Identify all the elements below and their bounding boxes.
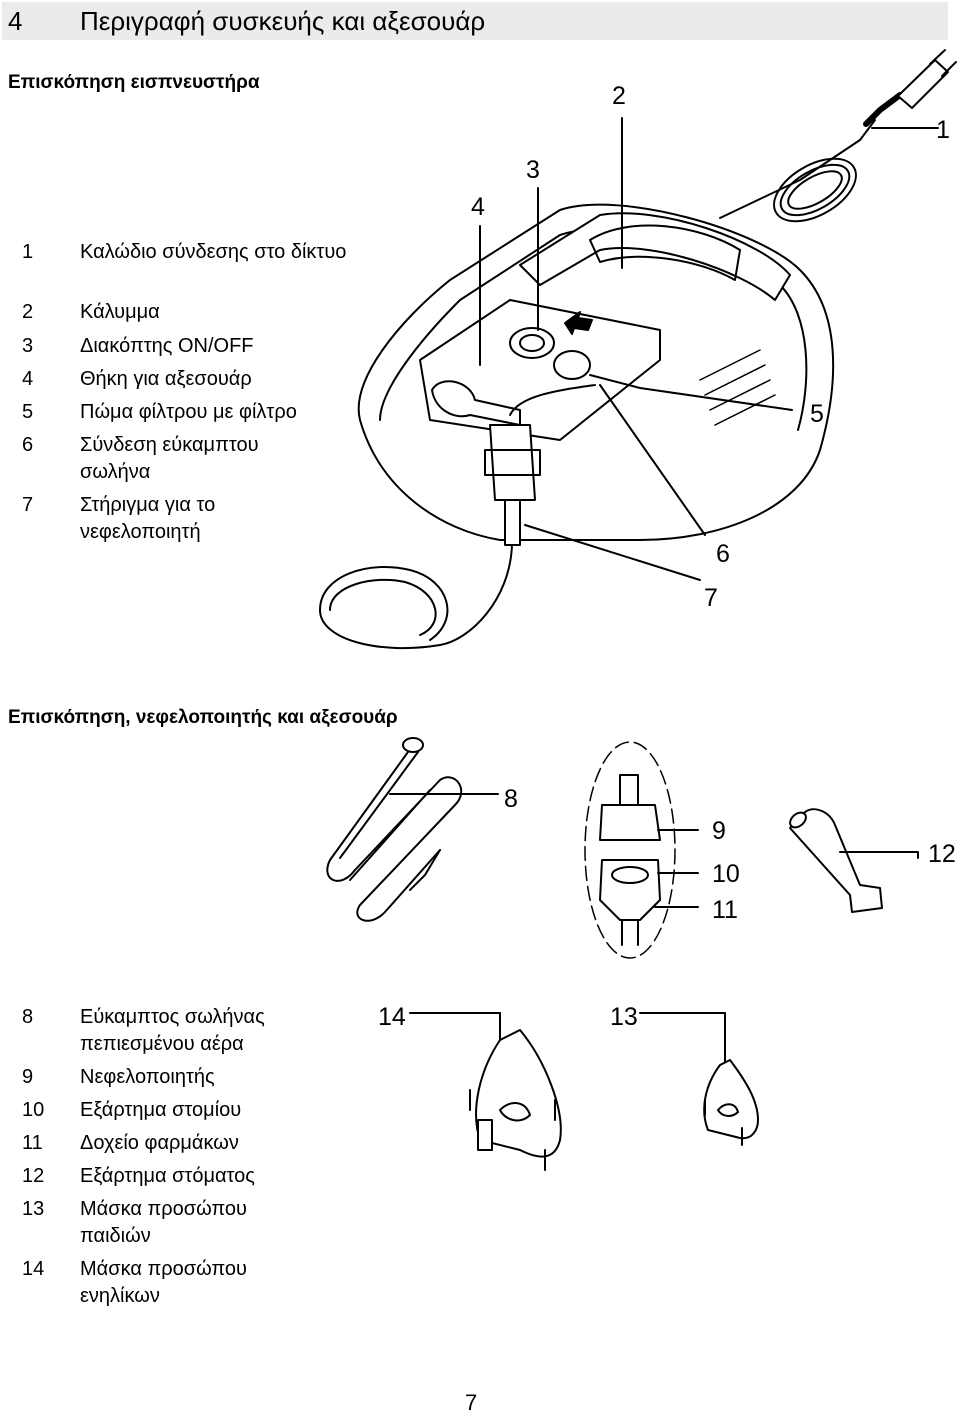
chapter-header-bar xyxy=(2,2,948,40)
callout-12: 12 xyxy=(928,840,956,868)
callout-2: 2 xyxy=(612,82,626,110)
callout-13: 13 xyxy=(610,1003,638,1031)
callout-8: 8 xyxy=(504,785,518,813)
callout-1: 1 xyxy=(936,116,950,144)
callout-6: 6 xyxy=(716,540,730,568)
section-heading-nebulizer-accessories: Επισκόπηση, νεφελοποιητής και αξεσουάρ xyxy=(8,707,398,728)
callout-10: 10 xyxy=(712,860,740,888)
chapter-title: Περιγραφή συσκευής και αξεσουάρ xyxy=(80,6,486,36)
section-heading-inhaler-overview: Επισκόπηση εισπνευστήρα xyxy=(8,72,260,93)
callout-5: 5 xyxy=(810,400,824,428)
chapter-number: 4 xyxy=(8,6,23,36)
callout-9: 9 xyxy=(712,817,726,845)
callout-14: 14 xyxy=(378,1003,406,1031)
callout-11: 11 xyxy=(712,896,738,924)
callout-7: 7 xyxy=(704,584,718,612)
page-number: 7 xyxy=(465,1390,478,1415)
callout-4: 4 xyxy=(471,193,485,221)
callout-3: 3 xyxy=(526,156,540,184)
